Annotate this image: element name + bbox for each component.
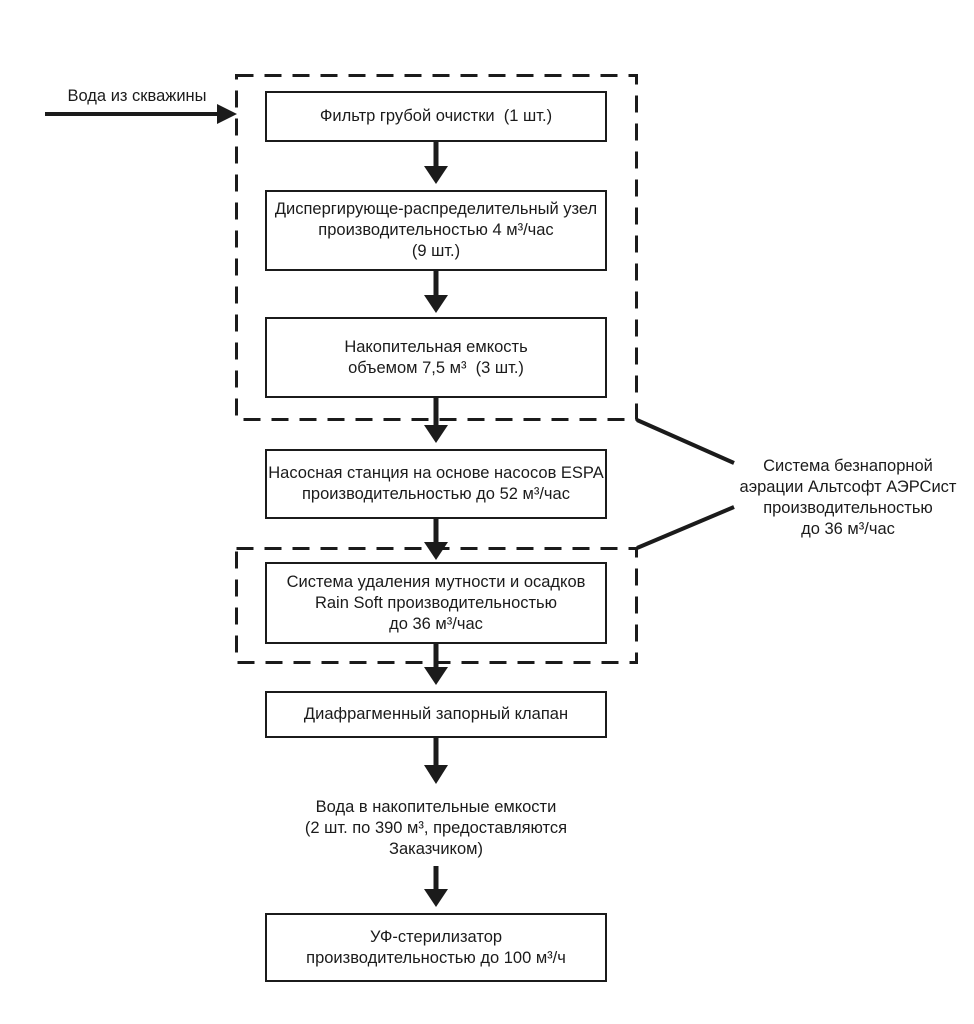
flow-arrow-1 (424, 142, 448, 184)
node-water-to-tanks-label: Вода в накопительные емкости (2 шт. по 3… (304, 797, 568, 858)
node-uv-sterilizer-label: УФ-стерилизатор производительностью до 1… (306, 927, 566, 967)
node-dispersing-unit: Диспергирующе-распределительный узел про… (265, 190, 607, 271)
annotation-connector-line-2 (636, 505, 735, 550)
node-coarse-filter: Фильтр грубой очистки (1 шт.) (265, 91, 607, 142)
node-uv-sterilizer: УФ-стерилизатор производительностью до 1… (265, 913, 607, 982)
node-storage-tank: Накопительная емкость объемом 7,5 м³ (3 … (265, 317, 607, 398)
node-storage-tank-label: Накопительная емкость объемом 7,5 м³ (3 … (344, 337, 528, 377)
annotation-connector-line-1 (636, 418, 735, 465)
node-dispersing-unit-label: Диспергирующе-распределительный узел про… (274, 200, 598, 260)
node-turbidity-removal-label: Система удаления мутности и осадков Rain… (286, 572, 586, 633)
source-label: Вода из скважины (37, 86, 237, 106)
aeration-annotation-text: Система безнапорной аэрации Альтсофт АЭР… (739, 457, 957, 538)
flow-arrow-6 (424, 738, 448, 784)
inlet-arrow (45, 104, 237, 124)
node-turbidity-removal: Система удаления мутности и осадков Rain… (265, 562, 607, 644)
source-label-text: Вода из скважины (67, 87, 207, 105)
node-pump-station: Насосная станция на основе насосов ESPA … (265, 449, 607, 519)
flow-arrow-2 (424, 271, 448, 313)
aeration-dashed-box-1 (235, 74, 638, 421)
node-diaphragm-valve-label: Диафрагменный запорный клапан (303, 705, 569, 723)
node-diaphragm-valve: Диафрагменный запорный клапан (265, 691, 607, 738)
flow-arrow-5 (424, 644, 448, 685)
node-coarse-filter-label: Фильтр грубой очистки (1 шт.) (319, 107, 553, 125)
flow-arrow-7 (424, 866, 448, 907)
aeration-annotation: Система безнапорной аэрации Альтсофт АЭР… (728, 452, 968, 544)
flow-arrow-4 (424, 519, 448, 560)
node-pump-station-label: Насосная станция на основе насосов ESPA … (268, 464, 604, 503)
node-water-to-tanks: Вода в накопительные емкости (2 шт. по 3… (286, 796, 586, 860)
flow-arrow-3 (424, 398, 448, 443)
